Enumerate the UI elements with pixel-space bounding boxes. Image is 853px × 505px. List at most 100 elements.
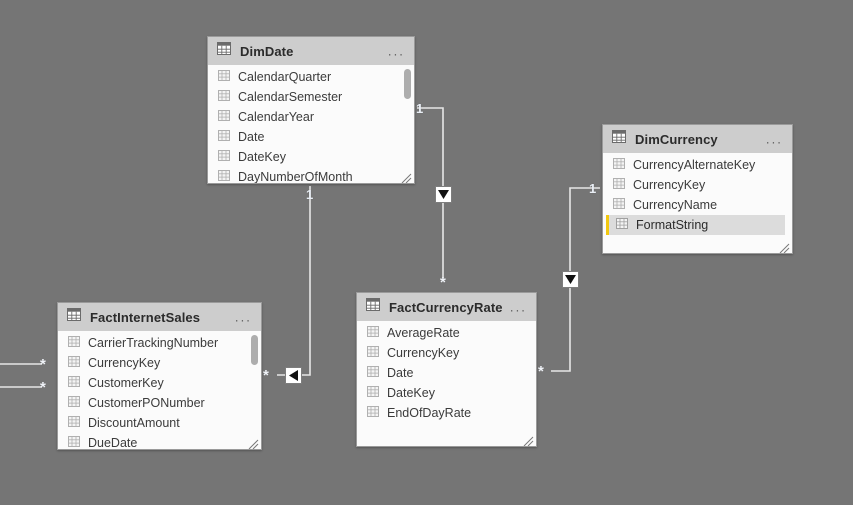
table-menu-factinternetsales[interactable]: ...	[234, 309, 252, 325]
cardinality-many-offscreen-a: *	[40, 356, 46, 373]
table-header-factcurrencyrate[interactable]: FactCurrencyRate ...	[357, 293, 536, 321]
triangle-down-icon	[565, 275, 576, 284]
resize-handle-factcurrencyrate[interactable]	[523, 434, 534, 446]
column-grid-icon	[218, 168, 230, 183]
column-grid-icon	[367, 404, 379, 422]
field-label: FormatString	[636, 218, 709, 232]
table-scrollbar-dimdate[interactable]	[403, 66, 413, 169]
table-header-factinternetsales[interactable]: FactInternetSales ...	[58, 303, 261, 331]
resize-handle-dimdate[interactable]	[401, 171, 412, 183]
field-row[interactable]: CalendarQuarter	[208, 67, 414, 87]
table-title-factinternetsales: FactInternetSales	[90, 309, 201, 325]
column-grid-icon	[218, 148, 230, 166]
table-grid-icon	[612, 130, 626, 148]
field-label: CurrencyKey	[633, 178, 706, 192]
column-grid-icon	[218, 88, 230, 106]
field-row[interactable]: CurrencyName	[603, 195, 792, 215]
column-grid-icon	[367, 364, 379, 382]
field-row[interactable]: CustomerPONumber	[58, 393, 261, 413]
field-row[interactable]: CarrierTrackingNumber	[58, 333, 261, 353]
field-label: CalendarSemester	[238, 90, 343, 104]
field-label: CustomerPONumber	[88, 396, 205, 410]
resize-handle-factinternetsales[interactable]	[248, 437, 259, 449]
triangle-down-icon	[438, 190, 449, 199]
selection-accent-bar	[606, 215, 609, 235]
column-grid-icon	[218, 68, 230, 86]
cardinality-one-dimcurrency: 1	[589, 181, 597, 196]
cardinality-many-offscreen-b: *	[40, 379, 46, 396]
field-row-selected[interactable]: FormatString	[606, 215, 785, 235]
cardinality-one-dimdate-factinternetsales: 1	[306, 187, 314, 202]
field-row[interactable]: DateKey	[357, 383, 536, 403]
field-label: CalendarYear	[238, 110, 314, 124]
crossfilter-arrow-down-dimcurrency[interactable]	[562, 271, 579, 288]
field-label: Date	[238, 130, 265, 144]
field-row[interactable]: Date	[208, 127, 414, 147]
field-label: DateKey	[387, 386, 435, 400]
field-row[interactable]: Date	[357, 363, 536, 383]
column-grid-icon	[367, 344, 379, 362]
table-card-dimcurrency[interactable]: DimCurrency ... CurrencyAlternateKey Cur…	[602, 124, 793, 254]
field-label: Date	[387, 366, 414, 380]
table-header-dimdate[interactable]: DimDate ...	[208, 37, 414, 65]
table-menu-dimdate[interactable]: ...	[387, 43, 405, 59]
scrollbar-thumb[interactable]	[251, 335, 258, 365]
field-row[interactable]: DiscountAmount	[58, 413, 261, 433]
field-label: CurrencyName	[633, 198, 718, 212]
table-grid-icon	[217, 42, 231, 60]
field-row[interactable]: CalendarYear	[208, 107, 414, 127]
column-grid-icon	[367, 324, 379, 342]
table-fields-dimdate: CalendarQuarter CalendarSemester Calenda…	[208, 65, 414, 184]
crossfilter-arrow-down-factcurrencyrate[interactable]	[435, 186, 452, 203]
column-grid-icon	[613, 156, 625, 174]
field-row[interactable]: CustomerKey	[58, 373, 261, 393]
column-grid-icon	[68, 414, 80, 432]
table-menu-factcurrencyrate[interactable]: ...	[509, 299, 527, 315]
field-label: EndOfDayRate	[387, 406, 472, 420]
column-grid-icon	[367, 384, 379, 402]
field-label: CurrencyKey	[88, 356, 161, 370]
table-card-factinternetsales[interactable]: FactInternetSales ... CarrierTrackingNum…	[57, 302, 262, 450]
field-label: DueDate	[88, 436, 138, 450]
cardinality-many-factcurrencyrate-right: *	[538, 363, 544, 380]
table-grid-icon	[366, 298, 380, 316]
field-label: CalendarQuarter	[238, 70, 332, 84]
column-grid-icon	[68, 434, 80, 449]
field-row[interactable]: CurrencyKey	[58, 353, 261, 373]
table-header-dimcurrency[interactable]: DimCurrency ...	[603, 125, 792, 153]
field-row[interactable]: CurrencyKey	[357, 343, 536, 363]
resize-handle-dimcurrency[interactable]	[779, 241, 790, 253]
table-scrollbar-factinternetsales[interactable]	[250, 332, 260, 435]
field-label: CurrencyKey	[387, 346, 460, 360]
field-label: DateKey	[238, 150, 286, 164]
field-label: DiscountAmount	[88, 416, 180, 430]
field-row[interactable]: CurrencyAlternateKey	[603, 155, 792, 175]
field-row[interactable]: CalendarSemester	[208, 87, 414, 107]
table-title-dimdate: DimDate	[240, 43, 294, 59]
field-label: AverageRate	[387, 326, 460, 340]
table-fields-factcurrencyrate: AverageRate CurrencyKey Date DateKey End…	[357, 321, 536, 423]
field-row[interactable]: DayNumberOfMonth	[208, 167, 414, 184]
column-grid-icon	[616, 216, 628, 234]
table-menu-dimcurrency[interactable]: ...	[765, 131, 783, 147]
table-grid-icon	[67, 308, 81, 326]
table-card-dimdate[interactable]: DimDate ... CalendarQuarter CalendarSeme…	[207, 36, 415, 184]
scrollbar-thumb[interactable]	[404, 69, 411, 99]
column-grid-icon	[68, 394, 80, 412]
crossfilter-arrow-left-factinternetsales[interactable]	[285, 367, 302, 384]
column-grid-icon	[613, 176, 625, 194]
column-grid-icon	[68, 374, 80, 392]
field-label: DayNumberOfMonth	[238, 170, 353, 184]
table-title-factcurrencyrate: FactCurrencyRate	[389, 299, 503, 315]
field-row[interactable]: DateKey	[208, 147, 414, 167]
field-row[interactable]: EndOfDayRate	[357, 403, 536, 423]
field-row[interactable]: DueDate	[58, 433, 261, 450]
table-card-factcurrencyrate[interactable]: FactCurrencyRate ... AverageRate Currenc…	[356, 292, 537, 447]
column-grid-icon	[218, 128, 230, 146]
field-row[interactable]: AverageRate	[357, 323, 536, 343]
cardinality-one-dimdate-factcurrencyrate: 1	[416, 101, 424, 116]
cardinality-many-factcurrencyrate-top: *	[440, 274, 446, 291]
field-row[interactable]: CurrencyKey	[603, 175, 792, 195]
table-fields-factinternetsales: CarrierTrackingNumber CurrencyKey Custom…	[58, 331, 261, 450]
